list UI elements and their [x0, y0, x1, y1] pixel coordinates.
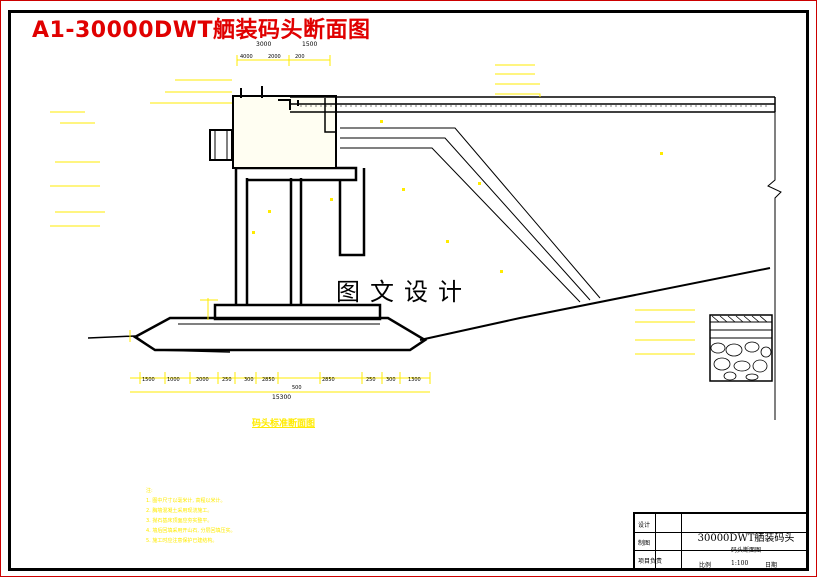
fender — [209, 129, 233, 161]
dim-bottom-label: 2000 — [196, 377, 209, 383]
crown-wall — [232, 95, 337, 169]
tb-divider — [635, 532, 807, 533]
dim-top-label: 3000 — [256, 41, 271, 48]
dim-bottom-label: 250 — [366, 377, 376, 383]
dim-bottom-label: 2850 — [322, 377, 335, 383]
dim-bottom-label: 300 — [386, 377, 396, 383]
break-line — [767, 112, 782, 420]
dim-bottom-label: 250 — [222, 377, 232, 383]
dim-top-label: 2000 — [268, 54, 281, 60]
section-title: 码头标准断面图 — [252, 419, 316, 429]
tb-drawing-name: 码头断面图 — [730, 547, 761, 554]
deck-pavement — [290, 96, 776, 113]
pavement-detail — [709, 314, 773, 382]
design-notes: 注: 1. 图中尺寸以毫米计, 高程以米计。 2. 胸墙混凝土采用现浇施工。 3… — [146, 486, 236, 546]
tb-divider — [635, 550, 807, 551]
drawing-frame — [8, 10, 809, 571]
dim-top-label: 4000 — [240, 54, 253, 60]
drawing-title: A1-30000DWT舾装码头断面图 — [32, 18, 371, 43]
caisson-wall — [234, 168, 303, 305]
backfill-lines — [340, 127, 601, 303]
dim-bottom-label: 300 — [244, 377, 254, 383]
note-line: 3. 抛石基床顶面应夯实整平。 — [146, 518, 213, 524]
note-line: 4. 墙后回填采用开山石, 分层回填压实。 — [146, 528, 236, 534]
dim-bottom-label: 1300 — [408, 377, 421, 383]
dim-bottom-label: 1000 — [167, 377, 180, 383]
dim-bottom-label: 2850 — [262, 377, 275, 383]
watermark-text: 图文设计 — [336, 278, 472, 306]
note-line: 注: — [146, 488, 153, 494]
note-line: 2. 胸墙混凝土采用现浇施工。 — [146, 508, 213, 514]
tb-scale-value: 1:100 — [731, 560, 749, 567]
tb-date-label: 日期 — [765, 562, 778, 569]
title-block: 设计 制图 项目负责 30000DWT舾装码头 码头断面图 比例 1:100 日… — [633, 512, 809, 571]
dim-top-label: 200 — [295, 54, 305, 60]
tb-label-design: 设计 — [638, 522, 651, 529]
dim-top-label: 1500 — [302, 41, 317, 48]
tb-project-name: 30000DWT舾装码头 — [697, 533, 795, 544]
wall-base — [213, 303, 382, 321]
dim-bottom-sub: 500 — [292, 385, 302, 391]
note-line: 5. 施工时应注意保护已建结构。 — [146, 538, 218, 544]
note-line: 1. 图中尺寸以毫米计, 高程以米计。 — [146, 498, 226, 504]
dim-bottom-label: 1500 — [142, 377, 155, 383]
dim-total: 15300 — [272, 394, 291, 401]
tb-divider — [655, 514, 656, 569]
tb-scale-label: 比例 — [699, 562, 712, 569]
tb-divider — [681, 514, 682, 569]
tb-label-manager: 项目负责 — [638, 558, 663, 565]
tb-label-drafting: 制图 — [638, 540, 651, 547]
ground-slope — [419, 267, 771, 341]
rubble-foundation — [132, 316, 428, 352]
